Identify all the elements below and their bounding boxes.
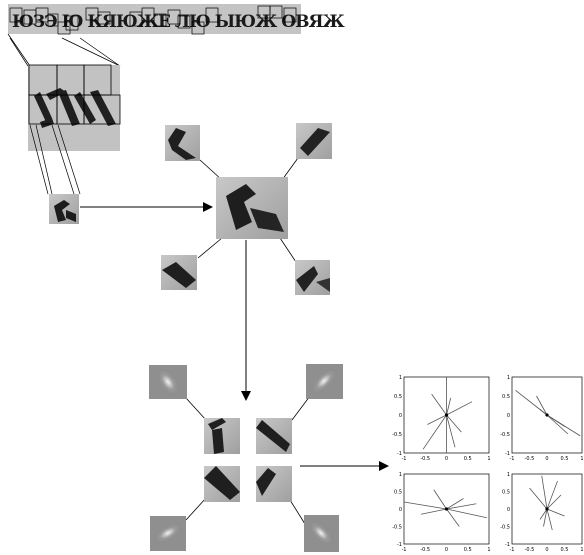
y-tick-label: 0.5 [502, 394, 510, 400]
x-tick-label: 0.5 [464, 456, 472, 462]
origin-point [445, 413, 448, 416]
x-tick-label: 1 [580, 547, 583, 553]
selected-patch [49, 194, 79, 224]
y-tick-label: 0 [507, 507, 510, 513]
x-tick-label: -0.5 [525, 547, 535, 553]
central-patch [216, 177, 288, 239]
y-tick-label: -0.5 [500, 432, 510, 438]
x-tick-label: 0 [545, 456, 548, 462]
orientation-plot-bottom-right: -1 -0.5 0 0.5 1 1 0.5 0 -0.5 -1 [500, 472, 583, 553]
y-tick-label: -0.5 [392, 525, 402, 531]
gabor-filter-bottom-right [304, 515, 339, 552]
y-tick-label: 0.5 [394, 394, 402, 400]
y-tick-label: -0.5 [500, 525, 510, 531]
x-tick-label: 0 [545, 547, 548, 553]
origin-point [545, 413, 548, 416]
origin-point [445, 507, 448, 510]
y-tick-label: 0 [399, 507, 402, 513]
origin-point [545, 507, 548, 510]
x-tick-label: -0.5 [420, 456, 430, 462]
x-tick-label: 0.5 [561, 547, 569, 553]
y-tick-label: -0.5 [392, 432, 402, 438]
gabor-filter-top-right [306, 364, 343, 399]
x-tick-label: 0 [445, 547, 448, 553]
x-tick-label: 1 [487, 547, 490, 553]
x-tick-label: 1 [487, 456, 490, 462]
x-tick-label: 1 [580, 456, 583, 462]
response-patch-bottom-left [204, 466, 240, 502]
enlarged-region [28, 65, 120, 151]
zoom-lines-strip [8, 34, 120, 66]
x-tick-label: -1 [402, 547, 407, 553]
x-tick-label: 0.5 [464, 547, 472, 553]
y-tick-label: 0 [507, 413, 510, 419]
orientation-plot-top-right: -1 -0.5 0 0.5 1 1 0.5 0 -0.5 -1 [500, 375, 583, 462]
y-tick-label: 1 [399, 375, 402, 381]
y-tick-label: 0.5 [394, 490, 402, 496]
x-tick-label: -0.5 [525, 456, 535, 462]
y-tick-label: 1 [507, 375, 510, 381]
y-tick-label: -1 [505, 542, 510, 548]
y-tick-label: 0.5 [502, 490, 510, 496]
neighbor-patch-top-left [165, 125, 200, 161]
gabor-filter-top-left [149, 365, 187, 399]
orientation-plot-bottom-left: -1 -0.5 0 0.5 1 1 0.5 0 -0.5 -1 [392, 472, 490, 553]
response-patch-top-right [256, 418, 292, 454]
neighbor-patch-bottom-left [161, 255, 197, 290]
x-tick-label: -0.5 [420, 547, 430, 553]
gabor-filter-bottom-left [150, 516, 186, 551]
source-text-strip: ЮЗЭ Ю КЯЮЖЕ ЛЮ ЫЮЖ ОВЯЖ [8, 4, 345, 34]
y-tick-label: 1 [399, 472, 402, 478]
neighbor-patch-bottom-right [295, 260, 330, 295]
filter-connectors [186, 396, 310, 524]
x-tick-label: -1 [402, 456, 407, 462]
y-tick-label: 1 [507, 472, 510, 478]
orientation-plot-top-left: -1 -0.5 0 0.5 1 1 0.5 0 -0.5 -1 [392, 375, 490, 462]
neighbor-patch-top-right [296, 123, 332, 159]
x-tick-label: -1 [510, 547, 515, 553]
x-tick-label: 0 [445, 456, 448, 462]
x-tick-label: 0.5 [561, 456, 569, 462]
y-tick-label: -1 [397, 542, 402, 548]
x-tick-label: -1 [510, 456, 515, 462]
y-tick-label: -1 [505, 451, 510, 457]
y-tick-label: -1 [397, 451, 402, 457]
response-patch-top-left [204, 418, 240, 454]
response-patch-bottom-right [256, 466, 292, 502]
y-tick-label: 0 [399, 413, 402, 419]
